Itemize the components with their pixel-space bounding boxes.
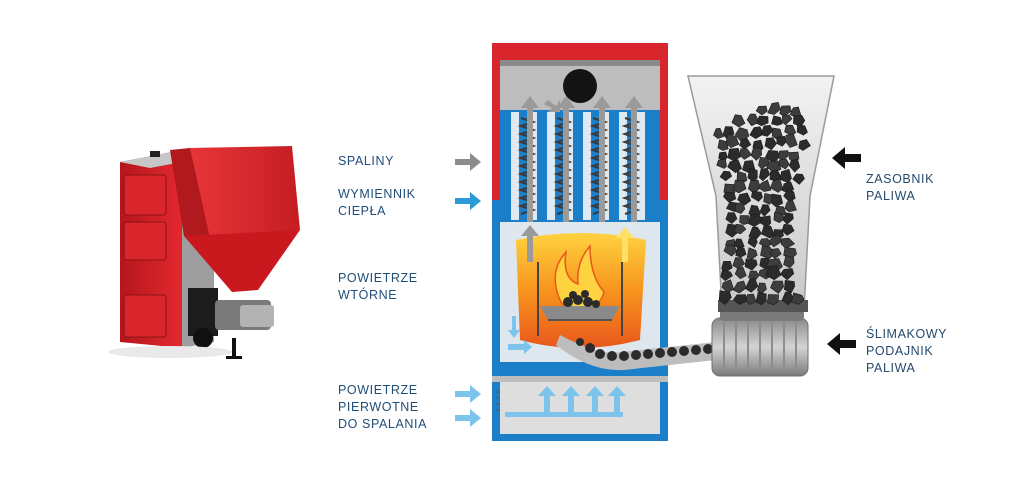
coal-lump [745,277,759,293]
primary-air-arrow-1 [455,385,481,403]
coal-lump [798,139,811,151]
coal-lump [732,294,748,305]
coal-lump [769,178,784,193]
secondary-air-arrows [508,316,532,354]
coal-lump [720,269,733,282]
coal-lump [768,234,783,248]
coal-lump [750,190,763,202]
flue-outlet [563,69,597,103]
coal-lump [771,115,783,126]
coal-lump [748,226,762,241]
coal-lump [733,179,747,194]
coal-lump [744,258,758,271]
coal-lump [748,213,764,227]
coal-lump [765,265,782,281]
coal-lump [756,115,769,127]
coal-lump [750,147,763,161]
coal-lump [718,290,732,306]
coal-lump [716,158,727,169]
coal-lump [773,211,786,223]
coal-lump [784,199,797,213]
coal-lump [782,212,794,225]
coal-lump [780,268,795,281]
coal-lump [755,291,767,306]
primary-air-arrow-2 [455,409,481,427]
coal-lump [723,244,738,257]
coal-lump [755,105,768,116]
exhaust-flow-arrows [521,96,643,225]
coal-lump [781,223,795,236]
coal-lump [757,179,772,192]
coal-lump [760,245,776,259]
coal-lump [745,293,757,305]
label-powietrze-wtorne: POWIETRZE WTÓRNE [338,271,418,302]
boiler-cross-section [492,43,668,441]
coal-lump [783,255,795,269]
coal-lump [796,125,808,136]
coal-lump [767,101,781,115]
coal-lump [747,236,758,248]
label-zasobnik-paliwa: ZASOBNIK PALIWA [866,172,935,203]
coal-lump [770,280,784,294]
coal-lump [792,173,805,185]
turbulator-coils [517,116,641,216]
coal-lump [739,215,751,225]
coal-lump [767,294,779,306]
coal-lump [783,279,796,294]
label-slimakowy-podajnik: ŚLIMAKOWY PODAJNIK PALIWA [866,327,948,375]
coal-lump [759,204,771,217]
coal-lump [735,246,747,258]
label-powietrze-pierwotne: POWIETRZE PIERWOTNE DO SPALANIA [338,383,428,431]
coal-lump [713,127,725,139]
coal-lump [746,113,760,127]
coal-lump [732,257,746,269]
wymiennik-arrow [455,192,481,210]
coal-lump-icon [713,101,811,306]
coal-lump [761,225,775,239]
coal-lump [725,133,740,149]
coal-lump [733,223,747,235]
label-wymiennik-ciepla: WYMIENNIK CIEPŁA [338,187,416,218]
coal-lump [739,148,752,160]
label-spaliny: SPALINY [338,154,395,168]
coal-lump [719,170,733,182]
coal-lump [758,167,771,182]
coal-lump [734,201,746,214]
coal-lump [784,133,798,148]
podajnik-arrow [827,333,856,355]
coal-lump [746,247,758,260]
spaliny-arrow [455,153,481,171]
coal-lump [781,291,794,306]
coal-lump [760,124,774,137]
pellet-boiler-photo [108,146,300,359]
coal-lump [778,158,790,170]
primary-air-flow [505,386,626,417]
burner-fuel [563,290,600,308]
coal-lump [739,138,752,150]
coal-lump [781,114,793,126]
coal-lump [764,137,777,151]
coal-lump [788,158,801,173]
screw-feeder [556,305,809,377]
coal-lump [757,282,767,294]
coal-lump [725,212,738,224]
zasobnik-arrow [832,147,861,169]
coal-lump [727,159,743,174]
coal-lump [770,248,782,259]
coal-lump [790,292,805,305]
coal-lump [758,156,771,170]
coal-lump [776,135,786,147]
coal-lump [731,114,746,128]
coal-lump [734,266,747,279]
coal-lump [732,280,747,294]
coal-lump [749,126,765,140]
